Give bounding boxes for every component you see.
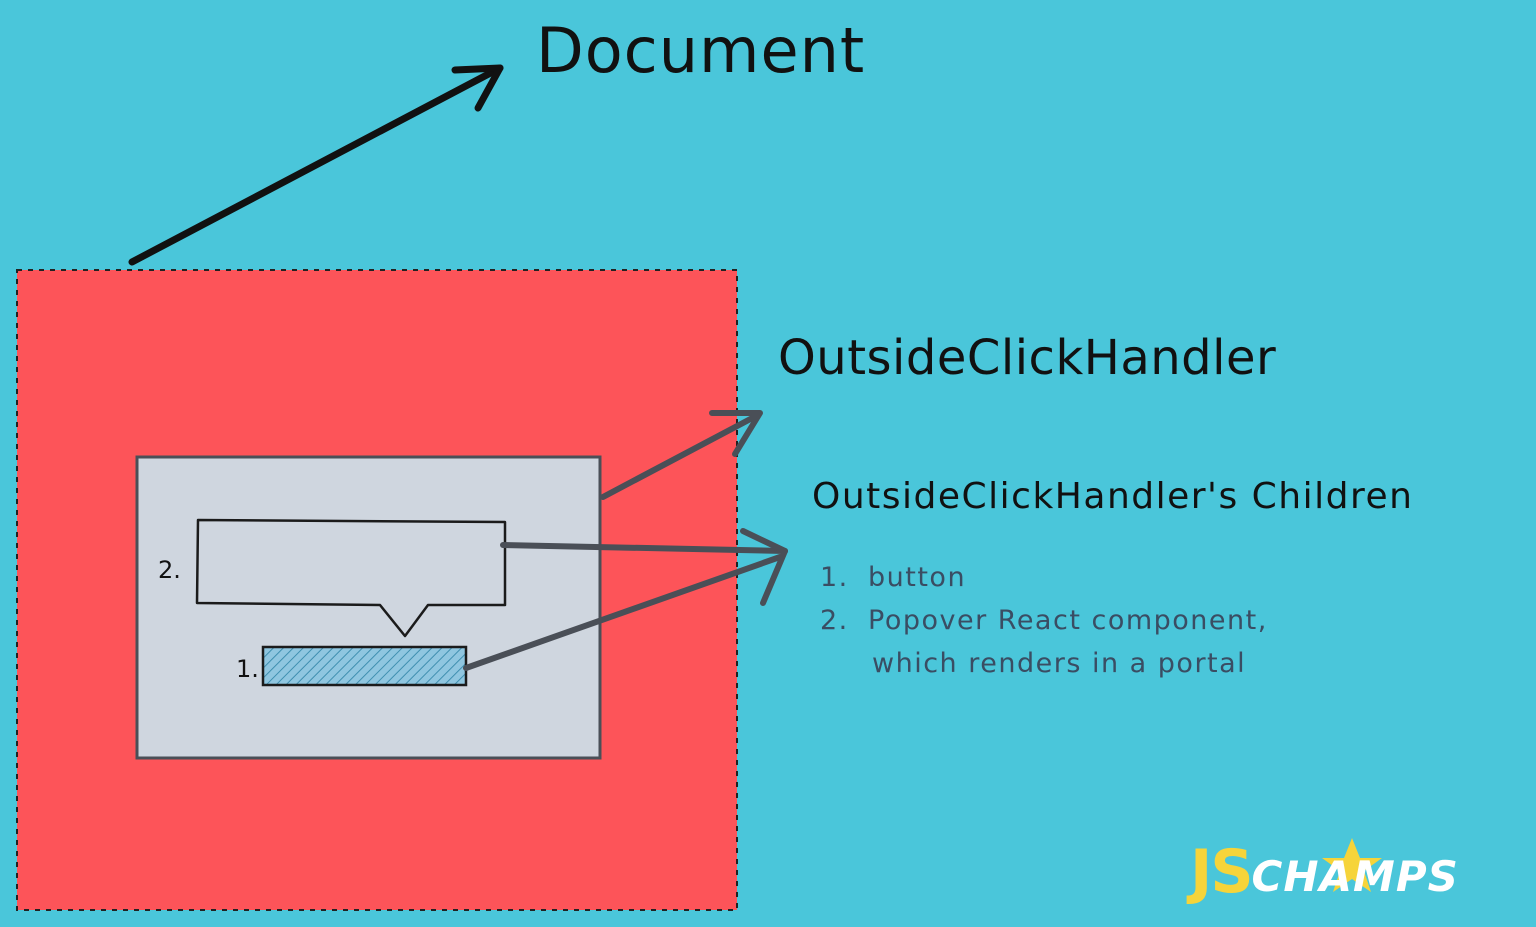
list-item: 2. Popover React component, bbox=[820, 599, 1268, 642]
button-arrow bbox=[463, 554, 783, 671]
outside-click-handler-box bbox=[135, 455, 602, 760]
popover-outline bbox=[195, 518, 507, 638]
children-list: 1. button 2. Popover React component, whic… bbox=[820, 556, 1268, 685]
handler-arrow bbox=[600, 410, 763, 500]
list-item-number: 1. bbox=[820, 562, 849, 593]
list-item: 1. button bbox=[820, 556, 1268, 599]
document-arrow bbox=[128, 64, 504, 266]
list-item-text: button bbox=[868, 562, 967, 593]
list-item-text: Popover React component, bbox=[868, 605, 1268, 636]
children-heading: OutsideClickHandler's Children bbox=[812, 476, 1414, 517]
popover-marker: 2. bbox=[158, 556, 181, 584]
popover-arrow bbox=[500, 528, 788, 606]
star-icon bbox=[1322, 838, 1382, 892]
list-item-continuation: which renders in a portal bbox=[872, 648, 1247, 679]
logo-part-js: JS bbox=[1190, 837, 1254, 907]
document-label: Document bbox=[536, 14, 866, 87]
button-shape bbox=[261, 645, 468, 687]
logo-part-champs: CHAMPS bbox=[1251, 852, 1459, 901]
outside-click-handler-label: OutsideClickHandler bbox=[778, 330, 1277, 386]
button-marker: 1. bbox=[236, 655, 259, 683]
list-item-number: 2. bbox=[820, 605, 849, 636]
